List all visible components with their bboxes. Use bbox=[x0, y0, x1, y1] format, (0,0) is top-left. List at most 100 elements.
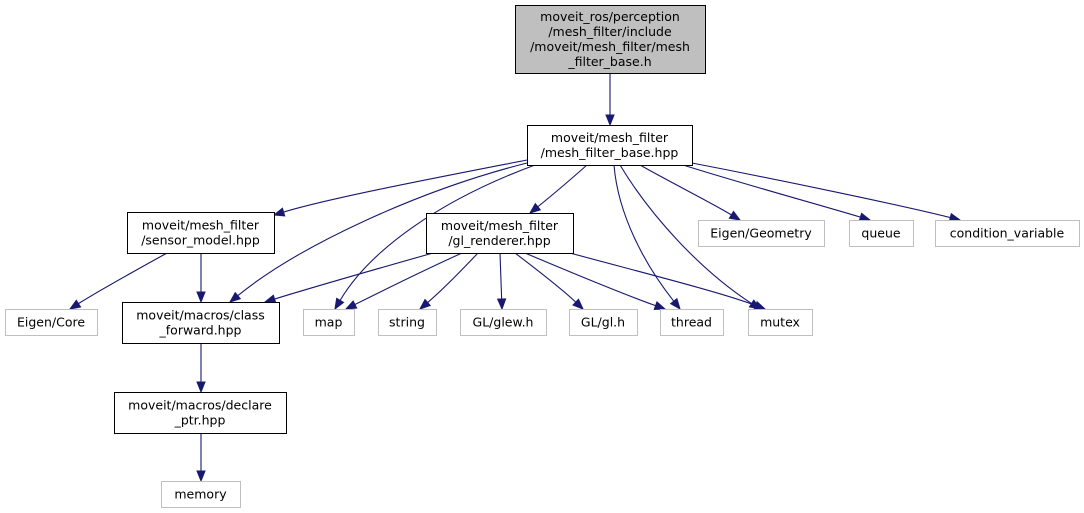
edge-mesh-filter-base-hpp-to-condition-variable bbox=[691, 162, 962, 223]
node-label: string bbox=[389, 315, 425, 330]
edge-line bbox=[427, 252, 479, 303]
arrow-head-icon bbox=[272, 207, 286, 217]
edge-line bbox=[283, 159, 528, 213]
edge-line bbox=[514, 252, 577, 303]
edge-line bbox=[274, 252, 434, 300]
node-string: string bbox=[378, 309, 437, 336]
node-mutex: mutex bbox=[748, 309, 813, 336]
node-box bbox=[849, 220, 914, 247]
node-label: Eigen/Core bbox=[17, 315, 85, 330]
node-class-forward-hpp[interactable]: moveit/macros/class_forward.hpp bbox=[122, 302, 280, 344]
node-box bbox=[460, 309, 547, 336]
node-eigen-core: Eigen/Core bbox=[5, 309, 98, 336]
node-label: condition_variable bbox=[950, 226, 1065, 241]
arrow-head-icon bbox=[669, 297, 681, 311]
node-queue: queue bbox=[849, 220, 914, 247]
arrow-head-icon bbox=[196, 470, 206, 483]
node-label: queue bbox=[861, 226, 900, 241]
edge-line bbox=[619, 164, 752, 305]
arrow-head-icon bbox=[263, 294, 277, 304]
node-gl-gl-h: GL/gl.h bbox=[569, 309, 638, 336]
edge-line bbox=[237, 162, 528, 297]
edges-layer bbox=[68, 73, 962, 483]
edge-mesh-filter-base-hpp-to-map bbox=[334, 164, 536, 311]
node-label: moveit/macros/class bbox=[136, 308, 264, 323]
node-gl-renderer-hpp[interactable]: moveit/mesh_filter/gl_renderer.hpp bbox=[426, 213, 574, 254]
node-label: /sensor_model.hpp bbox=[141, 233, 260, 248]
edge-mesh-filter-base-hpp-to-sensor-model-hpp bbox=[272, 159, 528, 217]
edge-sensor-model-hpp-to-class-forward-hpp bbox=[196, 253, 206, 304]
node-label: _ptr.hpp bbox=[174, 413, 226, 428]
edge-gl-renderer-hpp-to-thread bbox=[524, 252, 667, 310]
node-sensor-model-hpp[interactable]: moveit/mesh_filter/sensor_model.hpp bbox=[127, 212, 275, 254]
node-box bbox=[161, 481, 241, 508]
arrow-head-icon bbox=[68, 299, 82, 310]
node-label: _forward.hpp bbox=[159, 323, 242, 338]
edge-line bbox=[691, 162, 951, 219]
node-label: _filter_base.h bbox=[567, 54, 651, 69]
edge-line bbox=[339, 164, 536, 301]
node-declare-ptr-hpp[interactable]: moveit/macros/declare_ptr.hpp bbox=[114, 392, 287, 434]
edge-mesh-filter-base-hpp-to-gl-renderer-hpp bbox=[528, 164, 588, 214]
edge-mesh-filter-base-hpp-to-thread bbox=[613, 164, 681, 311]
edge-declare-ptr-hpp-to-memory bbox=[196, 433, 206, 483]
node-label: /gl_renderer.hpp bbox=[448, 233, 550, 248]
node-mesh-filter-base-hpp[interactable]: moveit/mesh_filter/mesh_filter_base.hpp bbox=[527, 125, 693, 166]
node-box bbox=[114, 392, 287, 434]
node-box bbox=[5, 309, 98, 336]
node-label: map bbox=[315, 315, 343, 330]
node-box bbox=[935, 220, 1080, 247]
node-box bbox=[569, 309, 638, 336]
node-label: moveit/mesh_filter bbox=[441, 218, 559, 233]
node-label: moveit_ros/perception bbox=[540, 9, 680, 24]
node-box bbox=[426, 213, 574, 254]
node-box bbox=[303, 309, 355, 336]
arrow-head-icon bbox=[653, 301, 667, 310]
arrow-head-icon bbox=[196, 381, 206, 394]
node-box bbox=[748, 309, 813, 336]
edge-line bbox=[354, 252, 463, 306]
edge-line bbox=[524, 252, 656, 307]
arrow-head-icon bbox=[228, 291, 242, 303]
node-box bbox=[527, 125, 693, 166]
arrow-head-icon bbox=[528, 202, 542, 214]
nodes-layer: moveit_ros/perception/mesh_filter/includ… bbox=[5, 5, 1080, 508]
edge-line bbox=[682, 164, 861, 218]
edge-line bbox=[499, 252, 503, 300]
node-label: /mesh_filter/include bbox=[548, 24, 672, 39]
node-root: moveit_ros/perception/mesh_filter/includ… bbox=[515, 5, 706, 74]
arrow-head-icon bbox=[496, 298, 507, 311]
node-box bbox=[515, 5, 706, 74]
arrow-head-icon bbox=[572, 298, 584, 310]
edge-gl-renderer-hpp-to-map bbox=[344, 252, 463, 310]
edge-root-to-mesh-filter-base-hpp bbox=[605, 73, 615, 127]
arrow-head-icon bbox=[728, 210, 742, 221]
edge-line bbox=[613, 164, 675, 302]
edge-line bbox=[78, 252, 168, 305]
edge-sensor-model-hpp-to-eigen-core bbox=[68, 252, 168, 310]
arrow-head-icon bbox=[605, 114, 615, 127]
edge-mesh-filter-base-hpp-to-class-forward-hpp bbox=[228, 162, 528, 303]
edge-line bbox=[639, 164, 732, 216]
arrow-head-icon bbox=[344, 300, 358, 310]
node-map: map bbox=[303, 309, 355, 336]
edge-line bbox=[569, 252, 756, 306]
node-eigen-geometry: Eigen/Geometry bbox=[698, 220, 825, 247]
node-label: thread bbox=[671, 315, 712, 330]
edge-gl-renderer-hpp-to-gl-glew-h bbox=[496, 252, 507, 311]
node-box bbox=[122, 302, 280, 344]
edge-class-forward-hpp-to-declare-ptr-hpp bbox=[196, 343, 206, 394]
arrow-head-icon bbox=[334, 297, 345, 311]
node-memory: memory bbox=[161, 481, 241, 508]
arrow-head-icon bbox=[418, 298, 432, 310]
edge-gl-renderer-hpp-to-class-forward-hpp bbox=[263, 252, 434, 304]
edge-mesh-filter-base-hpp-to-eigen-geometry bbox=[639, 164, 742, 221]
node-box bbox=[378, 309, 437, 336]
node-label: GL/glew.h bbox=[473, 315, 534, 330]
node-thread: thread bbox=[660, 309, 724, 336]
node-label: Eigen/Geometry bbox=[710, 226, 812, 241]
node-label: moveit/macros/declare bbox=[128, 398, 272, 413]
node-label: /moveit/mesh_filter/mesh bbox=[530, 39, 690, 54]
edge-gl-renderer-hpp-to-mutex bbox=[569, 252, 767, 310]
